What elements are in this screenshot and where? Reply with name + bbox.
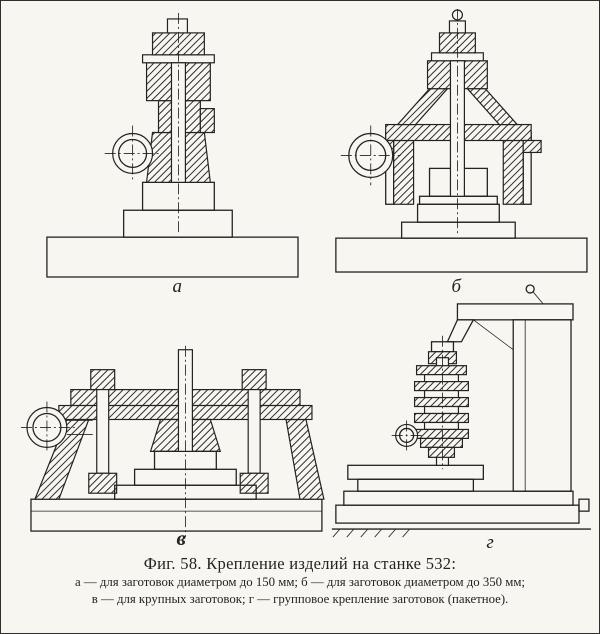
figure-b-drawing: б <box>335 8 588 297</box>
base-plate <box>335 237 588 273</box>
packet-disc <box>413 412 469 424</box>
bottom-nut <box>427 446 456 458</box>
handle-knob-icon <box>525 284 535 294</box>
figure-v-drawing: в <box>21 345 325 550</box>
right-leg <box>285 418 325 500</box>
right-wall <box>502 139 524 205</box>
figure-drawings: а б <box>21 8 591 551</box>
nut <box>241 369 267 391</box>
packet-disc <box>413 381 469 392</box>
figure-legend-line-1: а — для заготовок диаметром до 150 мм; б… <box>74 575 526 589</box>
clamp-step <box>199 108 215 134</box>
packet-spacer <box>423 374 460 383</box>
machine-arm <box>456 303 574 321</box>
packet-spacer <box>423 421 460 431</box>
figure-caption-block: Фиг. 58. Крепление изделий на станке 532… <box>1 554 599 608</box>
nut <box>90 369 116 391</box>
packet-disc <box>413 396 469 408</box>
figure-caption: Фиг. 58. Крепление изделий на станке 532… <box>143 554 457 573</box>
stud-shaft <box>247 388 261 474</box>
left-arm <box>396 88 449 126</box>
end-washer <box>419 437 464 448</box>
figure-a-label: а <box>172 276 181 297</box>
packet-spacer <box>423 405 460 415</box>
base-plate <box>46 236 299 278</box>
right-arm <box>466 88 519 126</box>
machine-column <box>512 319 572 492</box>
support-block-wide <box>122 209 233 238</box>
handle <box>532 291 544 305</box>
packet-disc <box>415 365 467 376</box>
machine-base <box>335 504 580 524</box>
figure-v-label: в <box>176 526 185 550</box>
figure-a-drawing: а <box>46 12 299 297</box>
bolt-tip <box>166 18 189 34</box>
figure-legend-line-2: в — для крупных заготовок; г — групповое… <box>91 591 509 606</box>
machine-table <box>347 464 484 480</box>
packet-disc <box>413 428 469 440</box>
packet-spacer <box>423 389 460 399</box>
left-wall <box>393 139 415 205</box>
figure-g-drawing: г <box>331 284 591 551</box>
figure-g-label: г <box>486 532 493 551</box>
stud-shaft <box>96 388 110 474</box>
figure-b-label: б <box>451 276 462 297</box>
spindle-head <box>446 319 475 343</box>
